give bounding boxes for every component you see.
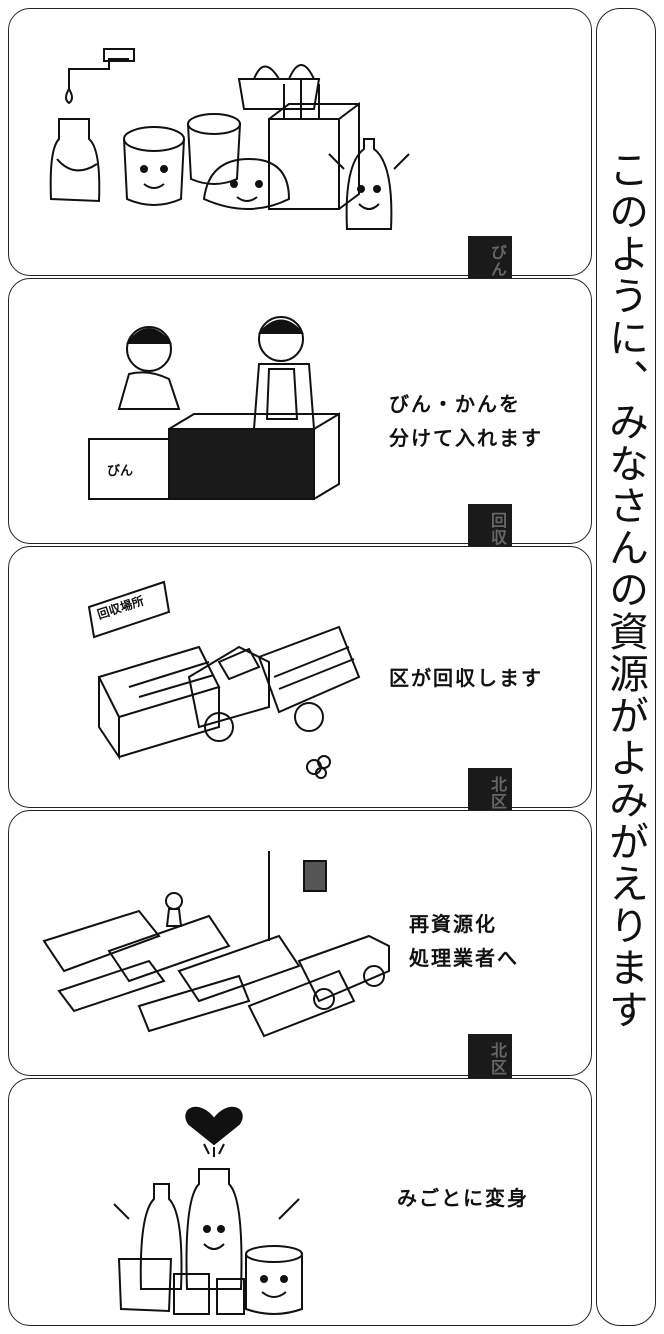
recycling-facility-illustration bbox=[42, 851, 390, 1038]
caption-processor: 再資源化 処理業者へ bbox=[409, 912, 519, 970]
bin-label: びん bbox=[107, 464, 133, 479]
arrow-label-2: 回収 bbox=[488, 512, 507, 546]
arrow-label-1: びん bbox=[488, 244, 507, 278]
transformed-products-illustration bbox=[113, 1106, 303, 1315]
caption-sort: びん・かんを 分けて入れます bbox=[389, 392, 543, 450]
step-panel-1 bbox=[8, 8, 592, 276]
caption-collect: 区が回収します bbox=[389, 666, 543, 690]
caption-transform: みごとに変身 bbox=[397, 1186, 529, 1210]
arrow-label-4: 北区 bbox=[488, 1042, 507, 1076]
step-panel-2: びん びん・かんを 分けて入れます bbox=[8, 278, 592, 544]
collection-truck-illustration: 回収場所 bbox=[87, 580, 361, 779]
step-panel-3: 回収場所 区が回収します bbox=[8, 546, 592, 808]
step-panel-4: 再資源化 処理業者へ bbox=[8, 810, 592, 1076]
sorting-illustration: びん bbox=[88, 316, 340, 500]
step-panel-5: みごとに変身 bbox=[8, 1078, 592, 1326]
bottles-cans-illustration bbox=[49, 48, 410, 230]
arrow-label-3: 北区 bbox=[488, 776, 507, 810]
slogan-column: このように、みなさんの資源がよみがえります bbox=[596, 8, 656, 1326]
slogan-text: このように、みなさんの資源がよみがえります bbox=[602, 149, 648, 1031]
